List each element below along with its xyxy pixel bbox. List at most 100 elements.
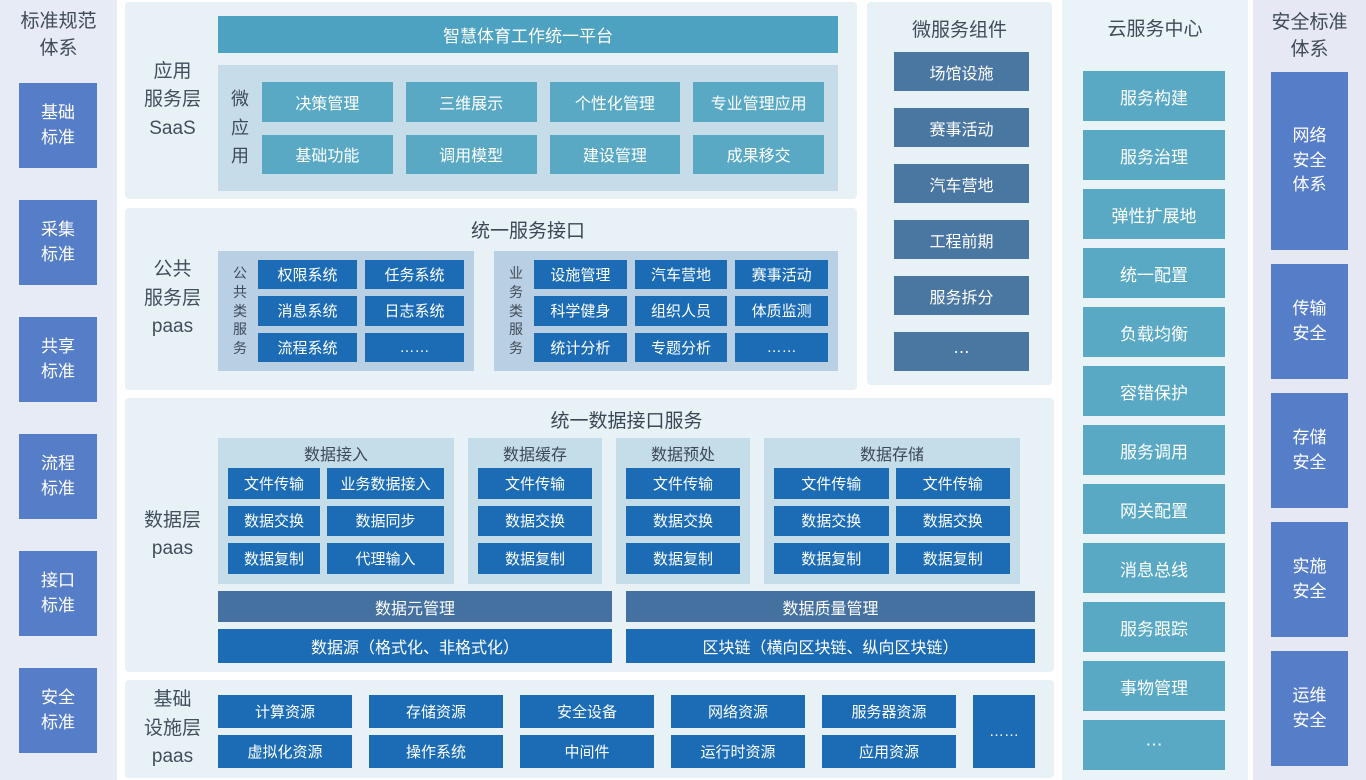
data-block-file-transfer: 文件传输 — [478, 468, 592, 499]
service-block-camp: 汽车营地 — [634, 260, 728, 290]
service-block-facility: 设施管理 — [534, 260, 627, 290]
blockchain-bar: 区块链（横向区块链、纵向区块链） — [626, 629, 1035, 663]
data-access-panel: 数据接入 文件传输 业务数据接入 数据交换 数据同步 数据复制 代理输入 — [218, 438, 454, 584]
cloud-box-list: 服务构建 服务治理 弹性扩展地 统一配置 负载均衡 容错保护 服务调用 网关配置… — [1083, 71, 1225, 770]
data-cache-title: 数据缓存 — [502, 447, 567, 464]
public-layer-label: 公共 服务层 paas — [143, 259, 201, 338]
common-services-grid: 权限系统 任务系统 消息系统 日志系统 流程系统 …… — [258, 260, 464, 362]
cloud-box-load-balance: 负载均衡 — [1083, 307, 1225, 357]
microservices-panel: 微服务组件 场馆设施 赛事活动 汽车营地 工程前期 服务拆分 ⋯ — [867, 2, 1052, 385]
service-block-process: 流程系统 — [258, 332, 357, 362]
cloud-box-governance: 服务治理 — [1083, 130, 1225, 180]
common-services-panel: 公 共 类 服 务 权限系统 任务系统 消息系统 日志系统 流程系统 …… — [218, 251, 474, 371]
service-block-more: …… — [735, 332, 828, 362]
service-block-analysis: 专题分析 — [634, 332, 728, 362]
app-block-delivery: 成果移交 — [693, 134, 824, 174]
microservices-title: 微服务组件 — [911, 20, 1007, 41]
data-block-business-access: 业务数据接入 — [327, 468, 444, 499]
microservice-box-event: 赛事活动 — [894, 108, 1029, 147]
unified-service-interface-title: 统一服务接口 — [470, 221, 585, 242]
service-block-more: …… — [365, 332, 464, 362]
app-block-3d: 三维展示 — [405, 82, 537, 122]
service-block-personnel: 组织人员 — [634, 296, 728, 326]
micro-app-panel: 微 应 用 决策管理 三维展示 个性化管理 专业管理应用 基础功能 调用模型 建… — [218, 65, 838, 191]
infra-block-network: 网络资源 — [671, 695, 805, 728]
security-box-list: 网络 安全 体系 传输 安全 存储 安全 实施 安全 运维 安全 — [1271, 72, 1348, 766]
cloud-center-panel: 云服务中心 服务构建 服务治理 弹性扩展地 统一配置 负载均衡 容错保护 服务调… — [1062, 0, 1248, 780]
public-panels-row: 公 共 类 服 务 权限系统 任务系统 消息系统 日志系统 流程系统 …… 业 … — [218, 251, 838, 371]
data-preprocess-grid: 文件传输 数据交换 数据复制 — [626, 468, 740, 574]
infrastructure-grid: 计算资源 存储资源 安全设备 网络资源 服务器资源 …… 虚拟化资源 操作系统 … — [218, 695, 1035, 768]
data-block-file-transfer: 文件传输 — [895, 468, 1010, 499]
standards-box-list: 基础 标准 采集 标准 共享 标准 流程 标准 接口 标准 安全 标准 — [19, 83, 97, 753]
infra-block-runtime: 运行时资源 — [671, 735, 805, 768]
infra-block-server: 服务器资源 — [822, 695, 956, 728]
app-block-basic: 基础功能 — [262, 134, 393, 174]
data-cache-grid: 文件传输 数据交换 数据复制 — [478, 468, 592, 574]
app-block-personalization: 个性化管理 — [549, 82, 681, 122]
public-service-section: 公共 服务层 paas 统一服务接口 公 共 类 服 务 权限系统 任务系统 消… — [125, 208, 857, 390]
standards-sidebar: 标准规范 体系 基础 标准 采集 标准 共享 标准 流程 标准 接口 标准 安全… — [0, 0, 117, 780]
data-access-grid: 文件传输 业务数据接入 数据交换 数据同步 数据复制 代理输入 — [228, 468, 444, 574]
infra-block-storage: 存储资源 — [369, 695, 503, 728]
data-layer-section: 数据层 paas 统一数据接口服务 数据接入 文件传输 业务数据接入 数据交换 … — [125, 398, 1054, 672]
data-block-exchange: 数据交换 — [895, 505, 1010, 537]
security-box-operations: 运维 安全 — [1271, 651, 1348, 766]
cloud-box-gateway: 网关配置 — [1083, 484, 1225, 534]
source-bars-row: 数据源（格式化、非格式化） 区块链（横向区块链、纵向区块链） — [218, 629, 1035, 663]
data-block-replication: 数据复制 — [228, 543, 320, 574]
app-block-construction: 建设管理 — [549, 134, 681, 174]
standards-sidebar-title: 标准规范 体系 — [20, 11, 97, 59]
data-block-exchange: 数据交换 — [228, 505, 320, 537]
cloud-box-config: 统一配置 — [1083, 248, 1225, 298]
security-box-implementation: 实施 安全 — [1271, 522, 1348, 637]
infra-block-os: 操作系统 — [369, 735, 503, 768]
data-block-file-transfer: 文件传输 — [626, 468, 740, 499]
unified-data-interface-title: 统一数据接口服务 — [550, 411, 703, 432]
data-block-sync: 数据同步 — [327, 505, 444, 537]
microservice-box-camp: 汽车营地 — [894, 164, 1029, 203]
security-box-transmission: 传输 安全 — [1271, 264, 1348, 379]
platform-header-bar: 智慧体育工作统一平台 — [218, 16, 838, 53]
infrastructure-section: 基础 设施层 paas 计算资源 存储资源 安全设备 网络资源 服务器资源 ……… — [125, 680, 1054, 778]
security-box-storage: 存储 安全 — [1271, 393, 1348, 508]
standard-box-security: 安全 标准 — [19, 668, 97, 753]
data-block-file-transfer: 文件传输 — [774, 468, 889, 499]
data-cache-panel: 数据缓存 文件传输 数据交换 数据复制 — [468, 438, 602, 584]
infra-block-compute: 计算资源 — [218, 695, 352, 728]
data-block-file-transfer: 文件传输 — [228, 468, 320, 499]
infrastructure-label: 基础 设施层 paas — [143, 689, 201, 768]
micro-app-grid: 决策管理 三维展示 个性化管理 专业管理应用 基础功能 调用模型 建设管理 成果… — [262, 65, 838, 191]
data-storage-grid: 文件传输 文件传输 数据交换 数据交换 数据复制 数据复制 — [774, 468, 1010, 574]
micro-app-vertical-label: 微 应 用 — [231, 88, 249, 167]
data-panels-row: 数据接入 文件传输 业务数据接入 数据交换 数据同步 数据复制 代理输入 数据缓… — [218, 438, 1035, 584]
management-bars-row: 数据元管理 数据质量管理 — [218, 591, 1035, 622]
security-box-network: 网络 安全 体系 — [1271, 72, 1348, 250]
service-block-statistics: 统计分析 — [534, 332, 627, 362]
data-block-replication: 数据复制 — [478, 543, 592, 574]
service-block-log: 日志系统 — [365, 296, 464, 326]
microservices-box-list: 场馆设施 赛事活动 汽车营地 工程前期 服务拆分 ⋯ — [894, 52, 1029, 371]
saas-layer-content: 智慧体育工作统一平台 微 应 用 决策管理 三维展示 个性化管理 专业管理应用 … — [218, 2, 838, 199]
data-layer-content: 统一数据接口服务 数据接入 文件传输 业务数据接入 数据交换 数据同步 数据复制… — [218, 398, 1035, 672]
data-preprocess-title: 数据预处 — [650, 447, 715, 464]
infra-block-middleware: 中间件 — [520, 735, 654, 768]
business-services-grid: 设施管理 汽车营地 赛事活动 科学健身 组织人员 体质监测 统计分析 专题分析 … — [534, 260, 828, 362]
service-block-task: 任务系统 — [365, 260, 464, 290]
data-source-bar: 数据源（格式化、非格式化） — [218, 629, 612, 663]
cloud-box-fault-tolerance: 容错保护 — [1083, 366, 1225, 416]
data-preprocess-panel: 数据预处 文件传输 数据交换 数据复制 — [616, 438, 750, 584]
data-block-replication: 数据复制 — [626, 543, 740, 574]
app-block-decision: 决策管理 — [262, 82, 393, 122]
infra-block-application: 应用资源 — [822, 735, 956, 768]
cloud-box-elastic: 弹性扩展地 — [1083, 189, 1225, 239]
data-block-exchange: 数据交换 — [478, 505, 592, 537]
common-services-vertical-label: 公 共 类 服 务 — [233, 264, 247, 357]
service-block-fitness: 科学健身 — [534, 296, 627, 326]
standard-box-interface: 接口 标准 — [19, 551, 97, 636]
metadata-management-bar: 数据元管理 — [218, 591, 612, 622]
microservice-box-venue: 场馆设施 — [894, 52, 1029, 91]
cloud-box-invoke: 服务调用 — [1083, 425, 1225, 475]
data-layer-label: 数据层 paas — [143, 509, 201, 560]
